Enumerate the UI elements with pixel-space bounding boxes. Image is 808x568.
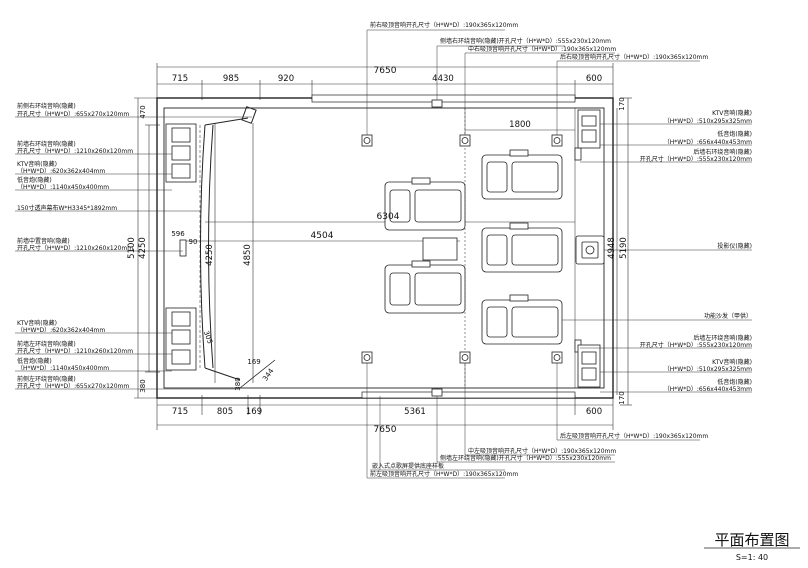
dim-bottom-4: 5361 bbox=[404, 407, 426, 417]
speaker-side-left-wall bbox=[431, 388, 443, 397]
label-sub-left-b2: （H*W*D）:1140x450x400mm bbox=[17, 365, 109, 372]
label-rear-right-top: 后右吸顶音响开孔尺寸（H*W*D）:190x365x120mm bbox=[560, 53, 708, 61]
front-left-cabinet bbox=[165, 123, 197, 371]
screen-wall bbox=[199, 106, 257, 381]
dim-top-3: 920 bbox=[278, 74, 294, 84]
label-rear-right-1: 后墙右环绕音响(隐藏) bbox=[693, 148, 752, 156]
label-front-wall-right-1: 前墙右环绕音响(隐藏) bbox=[17, 140, 76, 148]
sofa-rear-bottom bbox=[481, 294, 563, 345]
sofa-rear-top bbox=[481, 149, 563, 200]
label-rear-left-1: 后墙左环绕音响(隐藏) bbox=[693, 334, 752, 342]
sofa-front-bottom bbox=[384, 260, 466, 314]
label-rear-right-2: 开孔尺寸（H*W*D）:555x230x120mm bbox=[640, 155, 752, 163]
label-side-right: 侧墙右环绕音响(隐藏)开孔尺寸（H*W*D）:555x230x120mm bbox=[440, 37, 611, 45]
label-ktv-left-1: KTV音响(隐藏) bbox=[17, 160, 57, 168]
label-ktv-left-b1: KTV音响(隐藏) bbox=[17, 319, 57, 327]
label-rear-left-2: 开孔尺寸（H*W*D）:555x230x120mm bbox=[640, 341, 752, 349]
dimension-text: 7650 715 985 920 4430 600 715 805 169 53… bbox=[127, 66, 629, 435]
label-sub-right-1: 低音炮(隐藏) bbox=[717, 130, 752, 138]
speaker-front-left bbox=[361, 351, 373, 364]
label-ktv-left-b2: （H*W*D）:620x362x404mm bbox=[17, 327, 105, 334]
label-sub-right-b1: 低音炮(隐藏) bbox=[717, 378, 752, 386]
dim-bottom-1: 715 bbox=[172, 407, 188, 417]
dim-seat-depth: 6304 bbox=[377, 212, 400, 222]
dim-screen-90: 90 bbox=[189, 238, 198, 246]
drawing-title: 平面布置图 bbox=[714, 531, 789, 549]
dim-rear-width: 1800 bbox=[509, 120, 531, 130]
label-sub-right-b2: （H*W*D）:656x440x453mm bbox=[664, 386, 752, 393]
label-ktv-left-2: （H*W*D）:620x362x404mm bbox=[17, 168, 105, 175]
label-sub-left-2: （H*W*D）:1140x450x400mm bbox=[17, 184, 109, 191]
dim-corner-169: 169 bbox=[247, 358, 260, 366]
dim-top-4: 4430 bbox=[432, 74, 454, 84]
label-front-center-1: 前墙中置音响(隐藏) bbox=[17, 237, 70, 245]
label-ktv-right-1: KTV音响(隐藏) bbox=[712, 109, 752, 117]
speaker-side-right-wall bbox=[431, 99, 443, 108]
label-front-wall-left-1: 前墙左环绕音响(隐藏) bbox=[17, 340, 76, 348]
label-ktv-right-2: （H*W*D）:510x295x325mm bbox=[664, 118, 752, 125]
dim-row-width: 4504 bbox=[311, 231, 334, 241]
rear-row-sofas bbox=[481, 149, 563, 345]
label-front-wall-right-2: 开孔尺寸（H*W*D）:1210x260x120mm bbox=[17, 147, 133, 155]
label-rear-left-top: 后左吸顶音响开孔尺寸（H*W*D）:190x365x120mm bbox=[560, 432, 708, 440]
dim-right-inner: 4948 bbox=[607, 237, 617, 259]
label-sub-left-1: 低音炮(隐藏) bbox=[17, 176, 52, 184]
label-front-side-left-2: 开孔尺寸（H*W*D）:655x270x120mm bbox=[17, 382, 129, 390]
dim-bottom-total: 7650 bbox=[374, 425, 397, 435]
sofa-front-top bbox=[384, 177, 466, 231]
dim-right-top: 170 bbox=[618, 97, 626, 110]
dim-screen-596: 596 bbox=[171, 230, 185, 238]
label-ktv-right-b1: KTV音响(隐藏) bbox=[712, 358, 752, 366]
label-ktv-right-b2: （H*W*D）:510x295x325mm bbox=[664, 366, 752, 373]
dim-bottom-3: 169 bbox=[246, 407, 262, 417]
dim-top-1: 715 bbox=[172, 74, 188, 84]
dim-top-2: 985 bbox=[223, 74, 239, 84]
label-front-left-top: 前左吸顶音响开孔尺寸（H*W*D）:190x365x120mm bbox=[370, 470, 518, 478]
dim-right-bottom: 170 bbox=[618, 391, 626, 404]
label-front-wall-left-2: 开孔尺寸（H*W*D）:1210x260x120mm bbox=[17, 347, 133, 355]
dim-left-bottom: 380 bbox=[139, 379, 147, 392]
leader-lines bbox=[15, 29, 752, 479]
dim-left-outer: 5100 bbox=[127, 237, 137, 259]
label-mid-left-top: 中左吸顶音响开孔尺寸（H*W*D）:190x365x120mm bbox=[468, 447, 616, 455]
dim-inner-4850: 4850 bbox=[243, 244, 253, 266]
annotation-text: 前右吸顶音响开孔尺寸（H*W*D）:190x365x120mm 侧墙右环绕音响(… bbox=[17, 21, 752, 478]
label-sub-right-2: （H*W*D）:656x440x453mm bbox=[664, 139, 752, 146]
label-projector: 投影仪(隐藏) bbox=[717, 242, 752, 250]
dim-bottom-2: 805 bbox=[217, 407, 233, 417]
label-front-side-right-2: 开孔尺寸（H*W*D）:655x270x120mm bbox=[17, 110, 129, 118]
dim-corner-380: 380 bbox=[234, 377, 242, 390]
rear-equipment bbox=[575, 109, 605, 388]
label-sofa: 功能沙发（甲供） bbox=[704, 312, 752, 320]
label-side-left: 侧墙左环绕音响(隐藏)开孔尺寸（H*W*D）:555x230x120mm bbox=[440, 454, 611, 462]
dim-inner-4250: 4250 bbox=[205, 244, 215, 266]
side-table bbox=[422, 237, 458, 261]
sofa-rear-middle bbox=[481, 222, 563, 273]
label-front-side-left-1: 前侧左环绕音响(隐藏) bbox=[17, 375, 76, 383]
dim-top-5: 600 bbox=[586, 74, 602, 84]
label-screen: 150寸透声幕布W*H3345*1892mm bbox=[17, 204, 117, 212]
label-front-center-2: 开孔尺寸（H*W*D）:1210x260x120mm bbox=[17, 244, 133, 252]
label-mid-right-top: 中右吸顶音响开孔尺寸（H*W*D）:190x365x120mm bbox=[468, 45, 616, 53]
label-front-side-right-1: 前侧右环绕音响(隐藏) bbox=[17, 102, 76, 110]
projector-icon bbox=[575, 235, 605, 265]
label-sub-left-b1: 低音炮(隐藏) bbox=[17, 357, 52, 365]
speaker-rear-left bbox=[551, 351, 563, 364]
speaker-mid-left bbox=[459, 351, 471, 364]
drawing-scale: S=1: 40 bbox=[736, 553, 768, 562]
dim-left-top: 470 bbox=[139, 105, 147, 118]
speaker-rear-right bbox=[551, 134, 563, 147]
dim-bottom-5: 600 bbox=[586, 407, 602, 417]
speaker-front-right bbox=[361, 134, 373, 147]
dim-top-total: 7650 bbox=[374, 66, 397, 76]
dim-right-outer: 5190 bbox=[619, 237, 629, 259]
dim-left-inner: 4250 bbox=[138, 237, 148, 259]
label-front-right-top: 前右吸顶音响开孔尺寸（H*W*D）:190x365x120mm bbox=[370, 21, 518, 29]
label-floor-tile: 嵌入式点歌屏提供底座样板 bbox=[372, 462, 444, 470]
front-row-sofas bbox=[384, 177, 466, 314]
speaker-mid-right bbox=[459, 134, 471, 147]
speaker-rear-wall-right bbox=[574, 147, 582, 161]
